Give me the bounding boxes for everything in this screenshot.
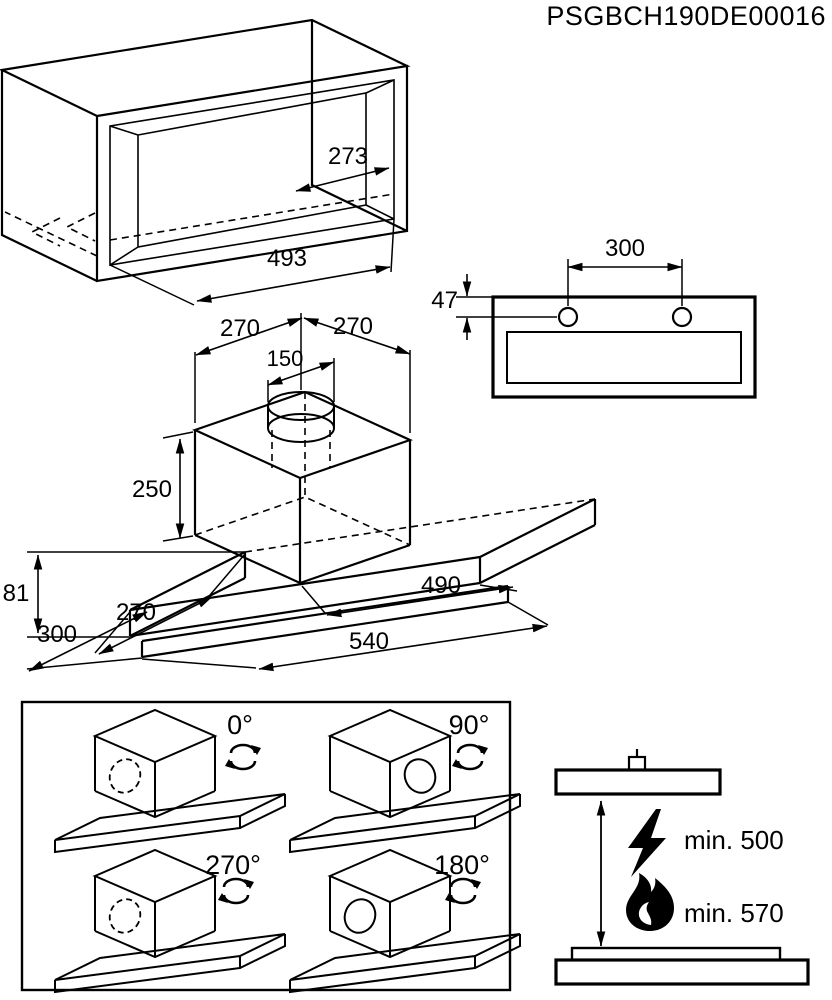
base-plate-hidden-edges xyxy=(244,498,596,553)
dim-line-total-width xyxy=(258,623,548,672)
cabinet-extension-lines xyxy=(109,218,395,306)
cabinet-cutout-view: 273 493 xyxy=(0,18,411,306)
rotation-angle-270: 270° xyxy=(205,850,261,880)
clearance-label-gas: min. 570 xyxy=(684,898,784,928)
dim-line-body-width xyxy=(326,584,514,618)
hood-front-panel xyxy=(506,331,742,384)
cooktop-surface xyxy=(570,946,782,962)
dim-label-body-width: 490 xyxy=(421,572,461,599)
cooktop-base xyxy=(554,958,810,986)
cabinet-hidden-edges xyxy=(4,193,395,257)
dim-label-duct-offset-left: 270 xyxy=(220,315,260,342)
mounting-front-view: 300 47 xyxy=(431,235,757,399)
duct-outlet-hidden-0 xyxy=(108,758,142,794)
hood-front-outline xyxy=(491,295,757,399)
rotate-arrows-icon xyxy=(223,743,263,771)
dim-label-hole-offset: 47 xyxy=(431,287,458,314)
dim-label-base-depth-total: 300 xyxy=(37,621,77,648)
lightning-bolt-icon xyxy=(628,809,666,877)
dim-label-hole-spacing: 300 xyxy=(605,235,645,262)
duct-collar xyxy=(267,391,335,443)
rotation-angle-0: 0° xyxy=(227,710,253,740)
rotate-arrows-icon xyxy=(216,877,256,905)
dim-label-visor-height: 81 xyxy=(3,580,30,607)
duct-rotation-panel: 0° 90° 270° 180° xyxy=(20,700,521,993)
mounting-hole-right xyxy=(671,306,693,328)
hood-duct-stub xyxy=(627,755,647,772)
rotation-angle-180: 180° xyxy=(434,850,490,880)
duct-outlet-hidden-270 xyxy=(108,898,142,934)
dim-line-duct-diameter xyxy=(267,361,335,386)
clearance-view: min. 500 min. 570 xyxy=(554,749,810,986)
flame-icon xyxy=(626,873,674,931)
duct-collar-top xyxy=(267,391,335,421)
duct-outlet-visible-180 xyxy=(343,898,377,934)
dim-line-base-depth-total xyxy=(28,611,148,672)
dim-label-duct-diameter: 150 xyxy=(267,346,304,371)
duct-collar-base xyxy=(267,413,335,443)
dim-label-niche-depth: 273 xyxy=(328,143,368,170)
dim-line-duct-offset-right xyxy=(303,317,411,355)
rotation-panel-frame xyxy=(20,700,512,992)
hood-dimension-view: 270 270 150 250 81 270 300 490 540 xyxy=(3,313,597,672)
rotate-arrows-icon xyxy=(450,743,490,771)
dim-label-total-width: 540 xyxy=(349,628,389,655)
dim-line-duct-offset-left xyxy=(195,317,303,356)
dim-label-niche-width: 493 xyxy=(267,245,307,272)
dim-label-base-depth-inner: 270 xyxy=(116,599,156,626)
flame-icon-inner xyxy=(638,902,652,925)
duct-outlet-visible-90 xyxy=(403,758,437,794)
document-code: PSGBCH190DE00016 xyxy=(546,1,826,31)
dim-line-niche-width xyxy=(196,265,391,303)
cabinet-outer-edges xyxy=(0,18,411,283)
dim-line-niche-depth xyxy=(295,167,390,192)
rotation-angle-90: 90° xyxy=(449,710,490,740)
duct-box-edges xyxy=(192,390,413,585)
hood-canopy-outline xyxy=(554,768,722,796)
dim-label-duct-offset-right: 270 xyxy=(333,313,373,340)
front-view-extension-lines xyxy=(456,259,683,318)
duct-box-hidden-edges xyxy=(194,392,411,546)
clearance-label-electric: min. 500 xyxy=(684,825,784,855)
mounting-hole-left xyxy=(557,306,579,328)
duct-collar-sides xyxy=(267,406,335,428)
dim-label-body-height: 250 xyxy=(132,476,172,503)
